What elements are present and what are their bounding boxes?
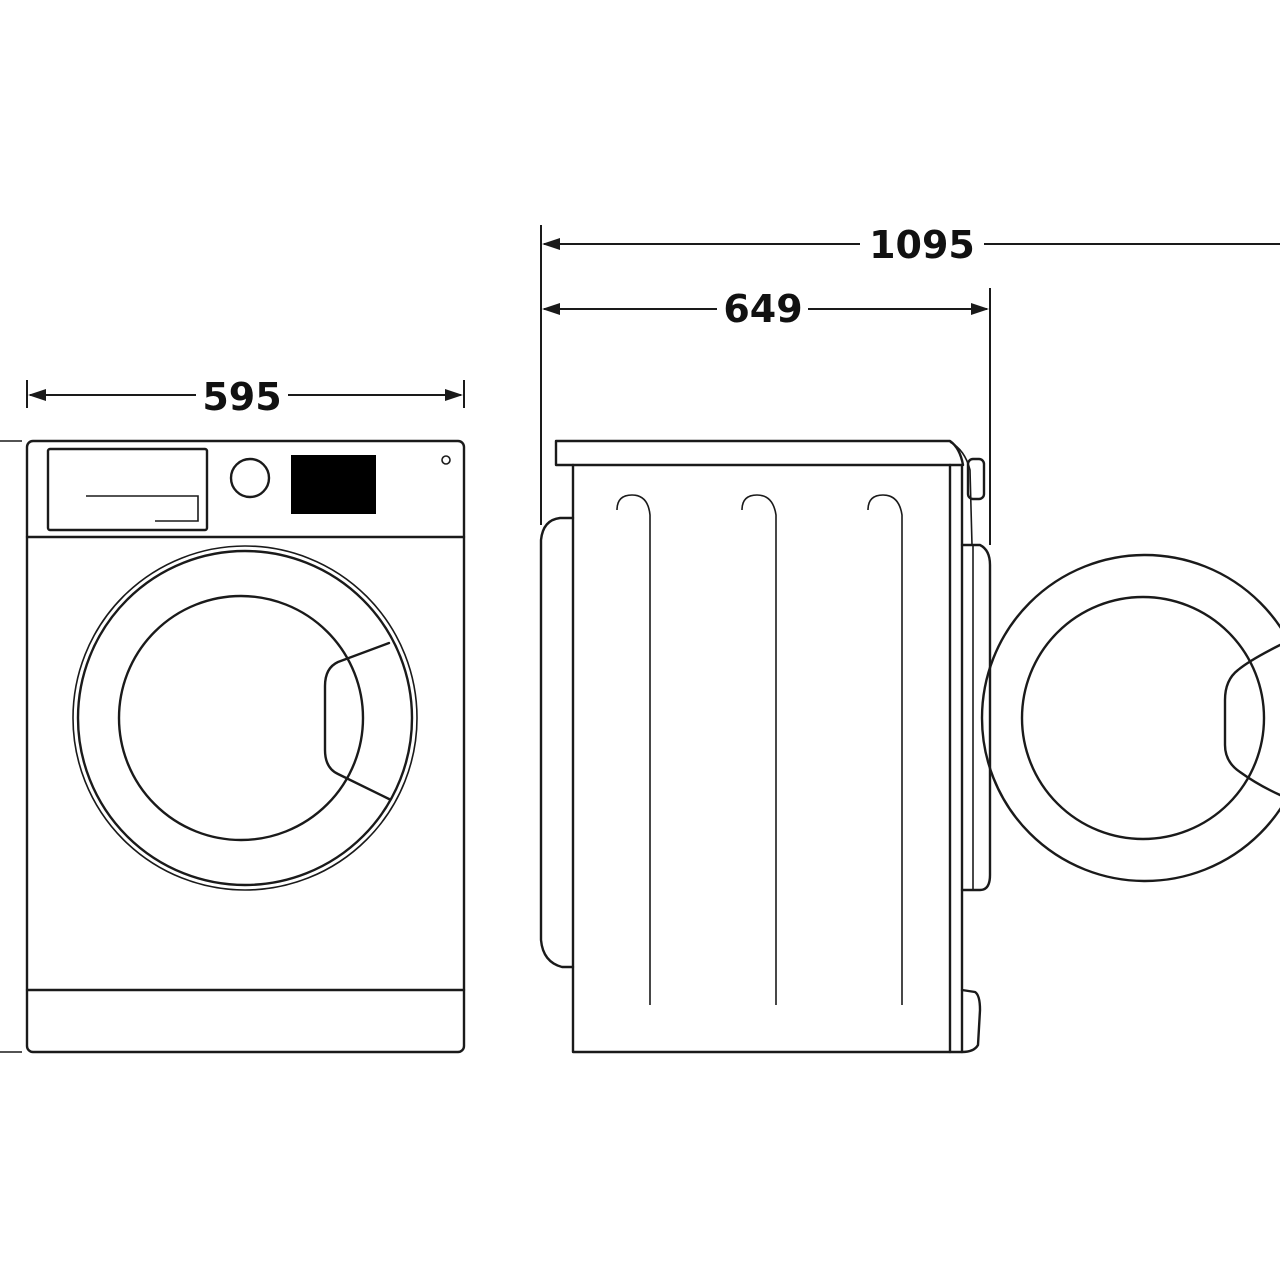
- depth-dimension: 649: [540, 225, 991, 545]
- side-ribs: [616, 494, 903, 1005]
- width-dimension: 595: [26, 375, 465, 419]
- depth-label: 649: [723, 287, 802, 331]
- side-view: [539, 439, 1280, 1054]
- display-panel-icon: [291, 455, 376, 514]
- open-door: [980, 553, 1280, 883]
- front-view: [0, 439, 466, 1054]
- door-handle-icon: [323, 641, 391, 801]
- depth-door-open-dimension: 1095: [542, 223, 1280, 267]
- machine-body-front: [25, 439, 466, 1054]
- detergent-drawer: [46, 447, 209, 532]
- depth-door-open-label: 1095: [869, 223, 975, 267]
- door-handle-icon: [1223, 643, 1280, 797]
- side-knob: [966, 457, 986, 501]
- power-indicator-icon: [441, 455, 451, 465]
- porthole-door: [72, 545, 418, 891]
- program-knob-icon: [229, 457, 271, 499]
- width-label: 595: [202, 375, 281, 419]
